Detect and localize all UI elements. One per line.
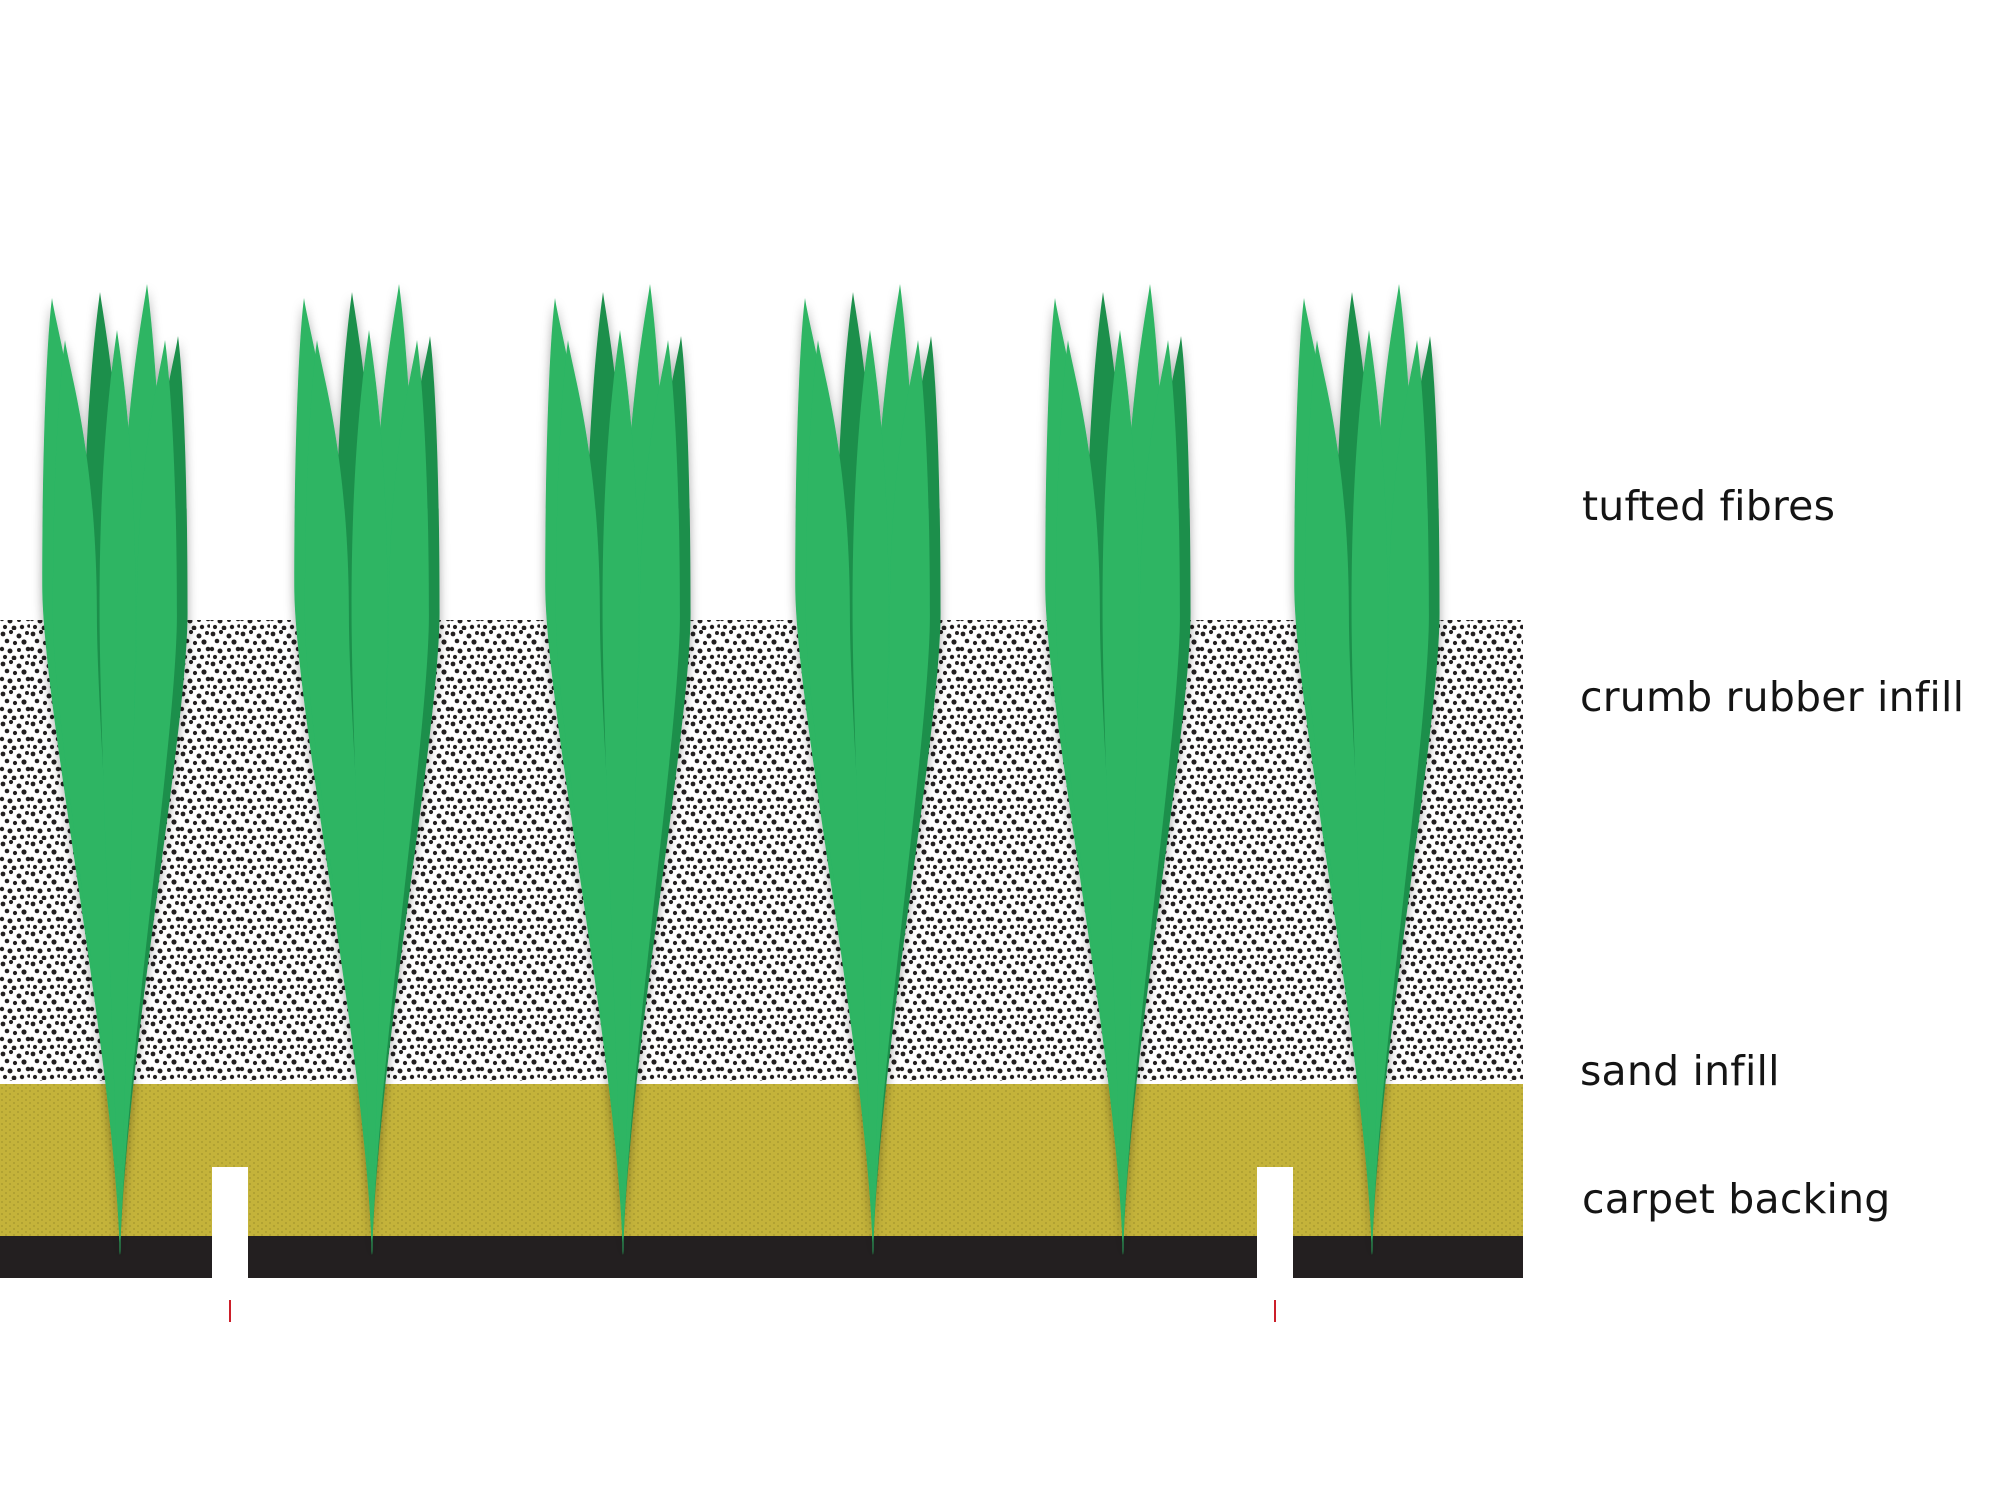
- grass-blade: [1055, 340, 1124, 1255]
- grass-blade: [370, 340, 429, 1255]
- grass-blade: [304, 340, 373, 1255]
- grass-blade: [52, 340, 121, 1255]
- grass-blade: [602, 330, 639, 1255]
- grass-blade: [1102, 330, 1139, 1255]
- drainage-hole: [1257, 1167, 1293, 1278]
- grass-blade: [871, 340, 930, 1255]
- grass-blade: [852, 330, 889, 1255]
- tufted-fibres-group: [42, 284, 1440, 1255]
- grass-blade: [99, 330, 136, 1255]
- grass-blade: [805, 340, 874, 1255]
- grass-blade: [118, 340, 177, 1255]
- label-carpet-backing: carpet backing: [1582, 1175, 1891, 1223]
- label-tufted-fibres: tufted fibres: [1582, 482, 1836, 530]
- drainage-hole: [212, 1167, 248, 1278]
- grass-blade: [1304, 340, 1373, 1255]
- grass-blade: [621, 340, 680, 1255]
- label-crumb-rubber-infill: crumb rubber infill: [1580, 673, 1965, 721]
- crumb-rubber-layer: [0, 620, 1523, 1082]
- label-sand-infill: sand infill: [1580, 1047, 1780, 1095]
- grass-blade: [1351, 330, 1388, 1255]
- grass-blade: [351, 330, 388, 1255]
- grass-blade: [555, 340, 624, 1255]
- grass-blade: [1370, 340, 1429, 1255]
- grass-blade: [1121, 340, 1180, 1255]
